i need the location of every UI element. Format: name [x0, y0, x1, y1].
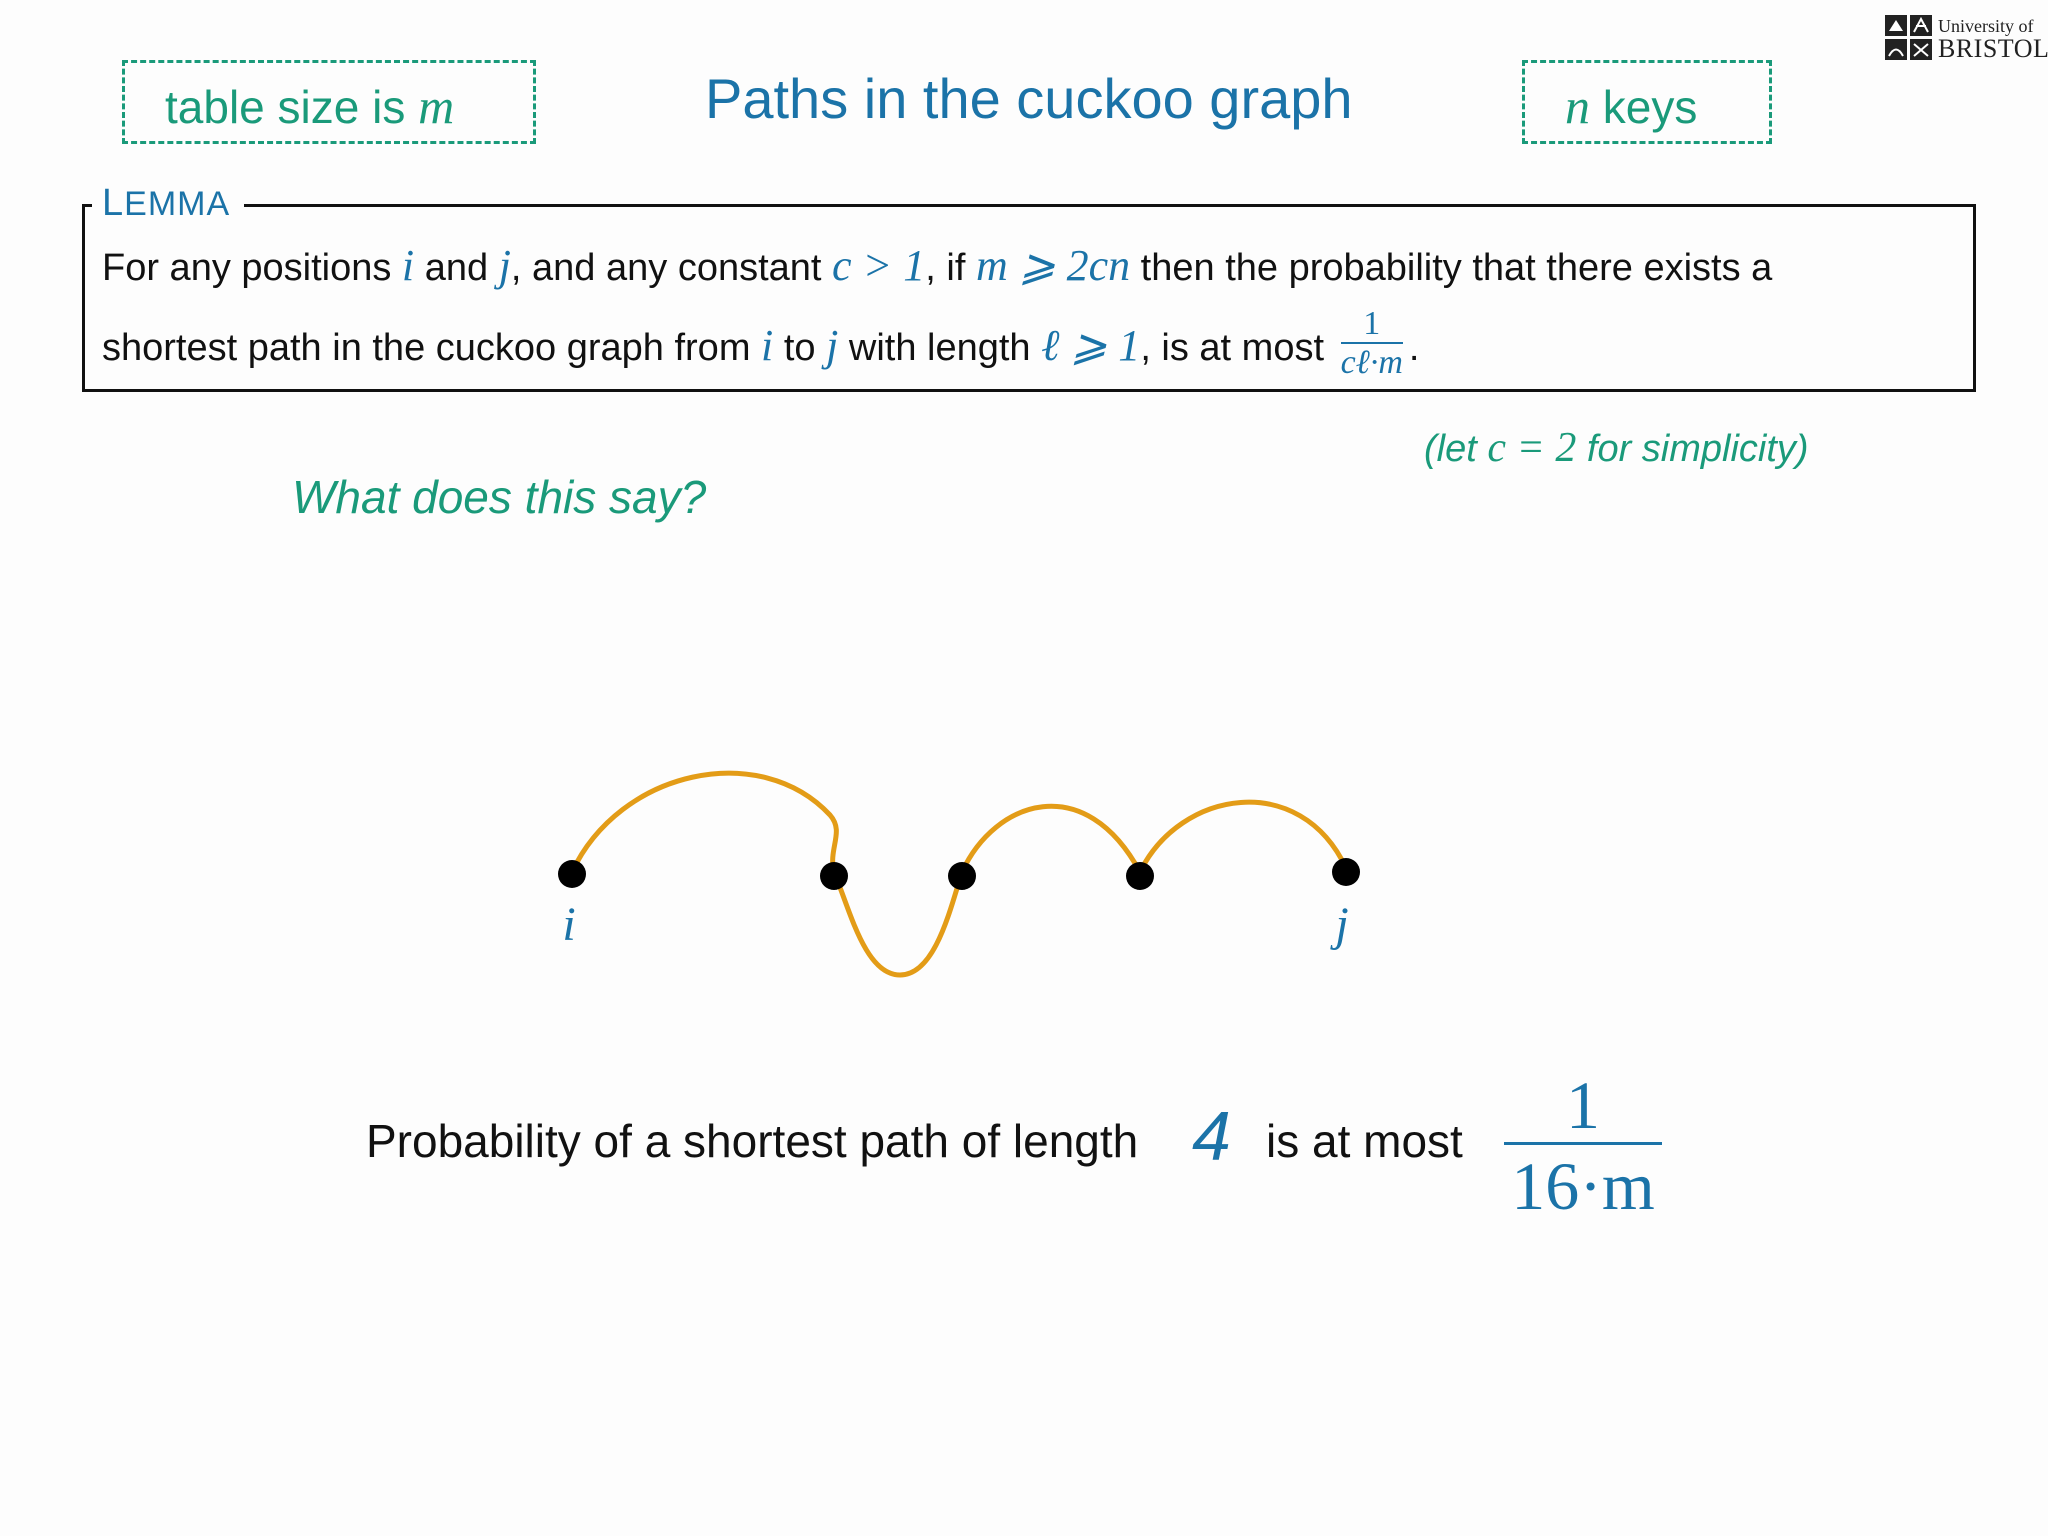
path-edge-2 — [831, 869, 965, 978]
path-node-j — [1332, 858, 1360, 886]
lemma-line-1: For any positions i and j, and any const… — [102, 241, 1773, 290]
logo-text-bristol: BRISTOL — [1938, 34, 2048, 63]
bristol-crest-icon — [1885, 15, 1932, 60]
simplicity-note: (let c = 2 for simplicity) — [1424, 425, 1809, 471]
node-label-j: j — [1329, 898, 1348, 951]
bottom-probability-fraction: 1 16·m — [1504, 1068, 1662, 1227]
lemma-line-2: shortest path in the cuckoo graph from i… — [102, 305, 1420, 382]
lemma-heading: LEMMA — [92, 182, 245, 225]
table-size-text: table size is m — [165, 78, 455, 134]
keys-text: n keys — [1565, 78, 1698, 134]
question-text: What does this say? — [292, 471, 707, 523]
path-node-4 — [1126, 862, 1154, 890]
bottom-fraction-denominator: 16·m — [1511, 1148, 1655, 1224]
logo-text-university: University of — [1938, 16, 2034, 36]
path-node-3 — [948, 862, 976, 890]
path-edge-1 — [569, 770, 839, 875]
path-node-2 — [820, 862, 848, 890]
page-title: Paths in the cuckoo graph — [705, 67, 1353, 130]
path-node-i — [558, 860, 586, 888]
path-edge-4 — [1137, 799, 1349, 875]
path-edge-3 — [959, 803, 1143, 875]
bottom-fraction-numerator: 1 — [1504, 1068, 1662, 1145]
lemma-box — [82, 204, 1976, 392]
keys-box: n keys — [1522, 60, 1772, 144]
path-length-value: 4 — [1192, 1097, 1231, 1175]
university-logo: University of BRISTOL — [1884, 14, 2048, 64]
table-size-box: table size is m — [122, 60, 536, 144]
bottom-is-at-most: is at most — [1266, 1115, 1463, 1167]
node-label-i: i — [562, 898, 575, 951]
bottom-statement: Probability of a shortest path of length — [366, 1115, 1139, 1167]
